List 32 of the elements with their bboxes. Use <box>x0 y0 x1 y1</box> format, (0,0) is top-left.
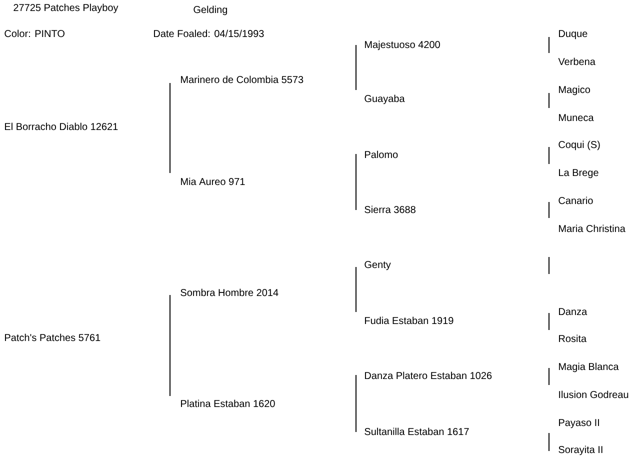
horse-name: Sorayita II <box>558 446 602 456</box>
horse-name: Danza Platero Estaban 1026 <box>365 372 492 380</box>
horse-name: Magia Blanca <box>559 362 619 372</box>
horse-name: Genty <box>364 261 391 270</box>
horse-name: Maria Christina <box>559 224 626 232</box>
horse-name: El Borracho Diablo 12621 <box>5 122 118 130</box>
info-text: Gelding <box>194 6 228 16</box>
horse-name: Danza <box>559 308 588 316</box>
horse-name: Fudia Estaban 1919 <box>365 316 454 324</box>
horse-name: Sierra 3688 <box>364 206 416 214</box>
horse-name: Verbena <box>558 58 596 66</box>
info-text: Color: PINTO <box>4 30 64 38</box>
horse-name: Mia Aureo 971 <box>181 178 245 186</box>
horse-name: Patch's Patches 5761 <box>5 334 100 342</box>
horse-name: Majestuoso 4200 <box>365 40 440 50</box>
horse-name: Coqui (S) <box>558 140 600 150</box>
horse-name: Platina Estaban 1620 <box>181 400 275 408</box>
horse-name: Muneca <box>559 114 594 122</box>
info-text: Date Foaled: 04/15/1993 <box>154 30 264 38</box>
horse-name: Marinero de Colombia 5573 <box>181 76 304 84</box>
horse-name: Magico <box>559 86 590 96</box>
horse-name: Ilusion Godreau <box>559 390 628 398</box>
horse-name: Payaso II <box>559 419 599 428</box>
horse-name: Palomo <box>365 150 398 158</box>
horse-name: Rosita <box>559 334 587 342</box>
horse-name: La Brege <box>559 169 598 178</box>
horse-name: Canario <box>558 196 593 204</box>
heading: 27725 Patches Playboy <box>14 4 118 14</box>
horse-name: Guayaba <box>364 94 405 104</box>
horse-name: Duque <box>559 30 588 40</box>
horse-name: Sultanilla Estaban 1617 <box>364 428 469 436</box>
horse-name: Sombra Hombre 2014 <box>180 288 278 296</box>
